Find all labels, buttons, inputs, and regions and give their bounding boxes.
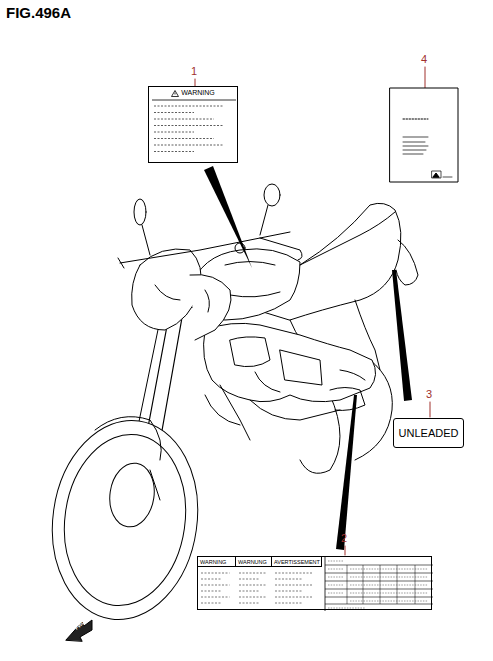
warning-triangle [171,90,179,97]
callout-number: 4 [421,54,427,65]
label-header-cell: WARNUNG [236,557,272,567]
callout-number: 2 [341,533,347,544]
unleaded-label: UNLEADED [393,418,464,448]
label-header-text: WARNUNG [238,559,267,565]
callout-number: 1 [191,66,197,77]
label-sheet-lines [198,557,433,611]
warning-label-sheet: WARNING WARNUNG AVERTISSEMENT [197,556,432,610]
figure-title: FIG.496A [6,4,71,21]
label-header-cell: WARNING [198,557,236,567]
label-header-text: WARNING [200,559,226,565]
label-header-cell: AVERTISSEMENT [272,557,322,567]
unleaded-text: UNLEADED [399,427,459,440]
warning-heading: WARNING [181,89,215,97]
warning-header: WARNING [149,87,237,99]
callout-number: 3 [426,389,432,400]
warning-lines [149,87,239,164]
label-header-text: AVERTISSEMENT [274,559,320,565]
warning-label: WARNING [148,86,238,163]
label-header-row: WARNING WARNUNG AVERTISSEMENT [198,557,431,567]
